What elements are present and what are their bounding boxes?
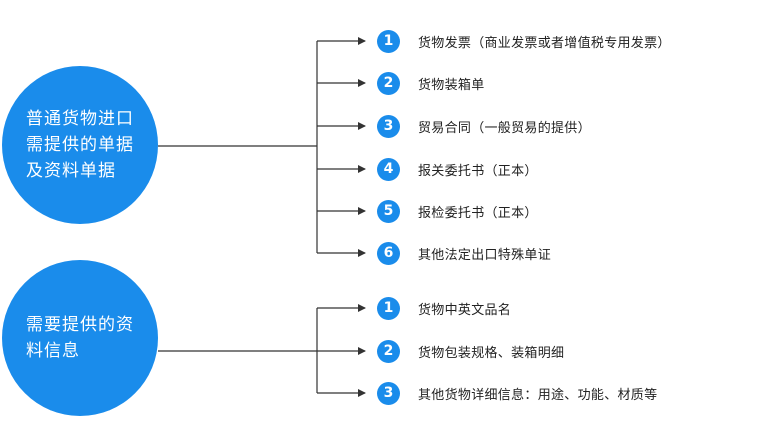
hub-title-line: 料信息 — [26, 341, 80, 361]
hub-title-line: 需要提供的资 — [26, 315, 134, 335]
list-item: 5 报检委托书（正本） — [377, 199, 538, 223]
item-label: 货物装箱单 — [418, 77, 485, 93]
hub-title-line: 普通货物进口 — [26, 109, 134, 129]
list-item: 2 货物包装规格、装箱明细 — [377, 339, 564, 363]
item-number-badge: 2 — [377, 339, 400, 363]
list-item: 4 报关委托书（正本） — [377, 157, 538, 181]
hub-title-line: 需提供的单据 — [26, 135, 134, 155]
item-label: 其他法定出口特殊单证 — [418, 247, 552, 263]
list-item: 1 货物中英文品名 — [377, 296, 511, 320]
list-item: 3 贸易合同（一般贸易的提供） — [377, 114, 591, 138]
item-number-badge: 4 — [377, 157, 400, 181]
item-label: 报关委托书（正本） — [418, 163, 538, 179]
hub-title-line: 及资料单据 — [26, 161, 116, 181]
item-number-badge: 3 — [377, 381, 400, 405]
item-number-badge: 5 — [377, 199, 400, 223]
item-number-badge: 1 — [377, 29, 400, 53]
item-number-badge: 1 — [377, 296, 400, 320]
item-number-badge: 2 — [377, 71, 400, 95]
hub-required-info: 需要提供的资 料信息 — [2, 260, 158, 416]
item-label: 报检委托书（正本） — [418, 205, 538, 221]
item-label: 其他货物详细信息：用途、功能、材质等 — [418, 387, 658, 403]
hub-import-documents: 普通货物进口 需提供的单据 及资料单据 — [2, 66, 158, 224]
item-number-badge: 6 — [377, 241, 400, 265]
item-label: 贸易合同（一般贸易的提供） — [418, 120, 591, 136]
list-item: 1 货物发票（商业发票或者增值税专用发票） — [377, 29, 671, 53]
list-item: 3 其他货物详细信息：用途、功能、材质等 — [377, 381, 657, 405]
item-number-badge: 3 — [377, 114, 400, 138]
item-label: 货物中英文品名 — [418, 302, 512, 318]
item-label: 货物发票（商业发票或者增值税专用发票） — [418, 35, 671, 51]
list-item: 2 货物装箱单 — [377, 71, 485, 95]
item-label: 货物包装规格、装箱明细 — [418, 345, 565, 361]
list-item: 6 其他法定出口特殊单证 — [377, 241, 551, 265]
